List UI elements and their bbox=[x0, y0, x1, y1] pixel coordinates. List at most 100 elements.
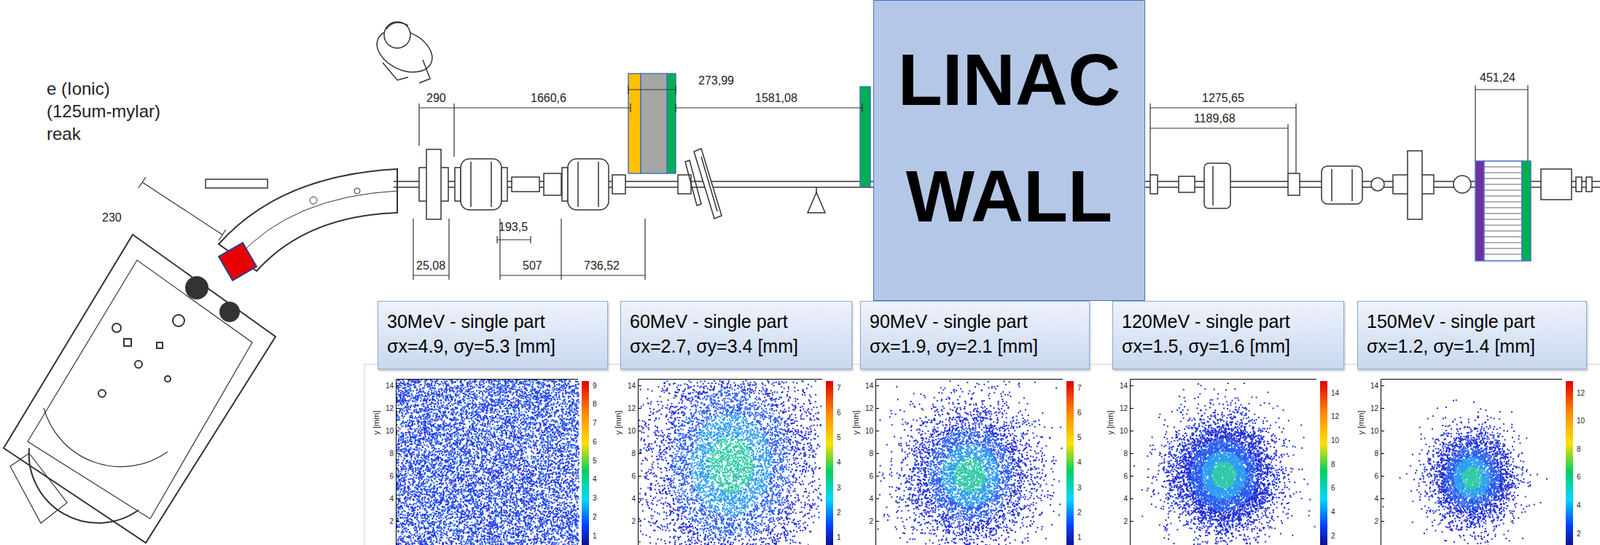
axis-tick: 12 bbox=[627, 404, 636, 413]
motor bbox=[220, 302, 240, 322]
colorbar-tick: 7 bbox=[836, 384, 842, 393]
beam-profile-plot bbox=[875, 379, 1076, 545]
head bbox=[384, 21, 411, 49]
axis-tick: 8 bbox=[1123, 449, 1128, 458]
bolt bbox=[112, 323, 122, 333]
colorbar-tick: 9 bbox=[592, 381, 597, 390]
node-title: LINAC WALL bbox=[873, 21, 1145, 255]
valve bbox=[1453, 175, 1471, 194]
axis-tick: 12 bbox=[1370, 404, 1379, 413]
colorbar-tick: 1 bbox=[836, 533, 842, 542]
node-title: 60MeV - single part bbox=[629, 309, 788, 334]
flange bbox=[612, 174, 626, 194]
axis-tick: 8 bbox=[631, 449, 636, 458]
magnet bbox=[1321, 166, 1363, 205]
valve bbox=[1371, 177, 1385, 191]
axis-title: y [mm] bbox=[851, 411, 861, 436]
bolt bbox=[123, 338, 132, 347]
gantry-foot bbox=[10, 453, 68, 524]
axis-tick: 4 bbox=[389, 494, 394, 503]
ion-chamber bbox=[426, 149, 442, 220]
node-detail: σx=1.5, σy=1.6 [mm] bbox=[1121, 333, 1291, 359]
wall-box: LINAC WALL bbox=[873, 0, 1146, 302]
colorbar-tick: 12 bbox=[1576, 389, 1585, 398]
axis-tick: 10 bbox=[1119, 427, 1128, 436]
colorbar-tick: 7 bbox=[1077, 384, 1082, 393]
cross-chamber bbox=[1407, 150, 1423, 220]
colorbar-tick: 1 bbox=[1077, 533, 1082, 542]
axis-tick: 2 bbox=[1123, 517, 1128, 526]
bolt bbox=[172, 314, 185, 327]
node-title: 90MeV - single part bbox=[869, 309, 1028, 334]
energy-box: 30MeV - single partσx=4.9, σy=5.3 [mm] bbox=[377, 301, 608, 370]
energy-box: 120MeV - single partσx=1.5, σy=1.6 [mm] bbox=[1112, 301, 1345, 370]
colorbar-tick: 10 bbox=[1576, 416, 1585, 425]
node-detail: σx=4.9, σy=5.3 [mm] bbox=[387, 333, 556, 359]
side-note: (125um-mylar) bbox=[46, 102, 161, 122]
dim-451 bbox=[1475, 85, 1528, 162]
axis-tick: 14 bbox=[385, 381, 394, 390]
colorbar-tick: 6 bbox=[592, 438, 597, 447]
colorbar-tick: 4 bbox=[1576, 501, 1582, 510]
plate-line bbox=[701, 156, 718, 212]
slanted-plates bbox=[693, 148, 722, 219]
hair bbox=[386, 22, 409, 30]
gantry-arc bbox=[29, 448, 139, 524]
axis-tick: 14 bbox=[627, 381, 636, 390]
red-marker bbox=[218, 242, 257, 281]
dimension-value: 451,24 bbox=[1479, 71, 1516, 85]
dimension-value: 193,5 bbox=[498, 220, 528, 234]
colorbar-tick: 3 bbox=[1077, 484, 1082, 493]
gantry-arc bbox=[43, 408, 168, 468]
detector-yellow bbox=[628, 73, 641, 174]
quad-line bbox=[577, 161, 579, 208]
axis-tick: 14 bbox=[865, 381, 874, 390]
dimension-value: 290 bbox=[426, 91, 447, 105]
dimension-value: 1189,68 bbox=[1193, 112, 1236, 126]
quadrupole bbox=[460, 158, 502, 210]
axis-tick: 6 bbox=[1123, 472, 1128, 481]
coil bbox=[562, 167, 568, 202]
bolt bbox=[156, 342, 163, 349]
beam-profile-plot bbox=[637, 379, 836, 545]
dimension-value: 1275,65 bbox=[1202, 91, 1245, 105]
axis-title: y [mm] bbox=[613, 411, 623, 436]
axis-tick: 10 bbox=[1370, 427, 1379, 436]
colorbar-tick: 2 bbox=[1576, 529, 1582, 538]
node-detail: σx=1.9, σy=2.1 [mm] bbox=[869, 333, 1038, 359]
arm bbox=[419, 59, 431, 84]
colorbar-tick: 2 bbox=[1077, 508, 1082, 517]
colorbar-tick: 3 bbox=[592, 494, 597, 503]
dim-1189 bbox=[1150, 123, 1289, 174]
colorbar-tick: 6 bbox=[1331, 484, 1336, 493]
node-title: 30MeV - single part bbox=[387, 309, 546, 334]
axis-tick: 8 bbox=[389, 449, 394, 458]
bend-line bbox=[237, 190, 398, 258]
gantry-frame bbox=[27, 260, 253, 519]
stand-post bbox=[815, 187, 818, 193]
axis-tick: 12 bbox=[1119, 404, 1128, 413]
colorbar-tick: 10 bbox=[1331, 436, 1340, 445]
shoulders bbox=[370, 21, 439, 81]
beam-profile-plot bbox=[1380, 379, 1576, 545]
colorbar-tick: 7 bbox=[592, 419, 597, 428]
colorbar-tick: 8 bbox=[1576, 445, 1582, 454]
beam-profile-plot bbox=[1129, 379, 1330, 545]
colorbar-tick: 1 bbox=[592, 532, 597, 541]
colorbar-tick: 2 bbox=[592, 513, 597, 522]
colorbar-tick: 4 bbox=[1077, 458, 1082, 467]
bolt bbox=[98, 389, 106, 398]
plot-panel bbox=[364, 364, 1600, 545]
axis-tick: 4 bbox=[631, 494, 636, 503]
colorbar-tick: 12 bbox=[1331, 412, 1340, 421]
dim-1581 bbox=[675, 103, 863, 113]
dimension-value: 273,99 bbox=[698, 74, 735, 88]
colorbar-tick: 5 bbox=[592, 457, 597, 466]
dim-230 bbox=[138, 177, 226, 241]
dim-1275 bbox=[1150, 103, 1297, 175]
axis-tick: 12 bbox=[385, 404, 394, 413]
axis-title: y [mm] bbox=[1105, 411, 1115, 436]
axis-tick: 14 bbox=[1119, 381, 1128, 390]
axis-tick: 6 bbox=[1374, 472, 1379, 481]
